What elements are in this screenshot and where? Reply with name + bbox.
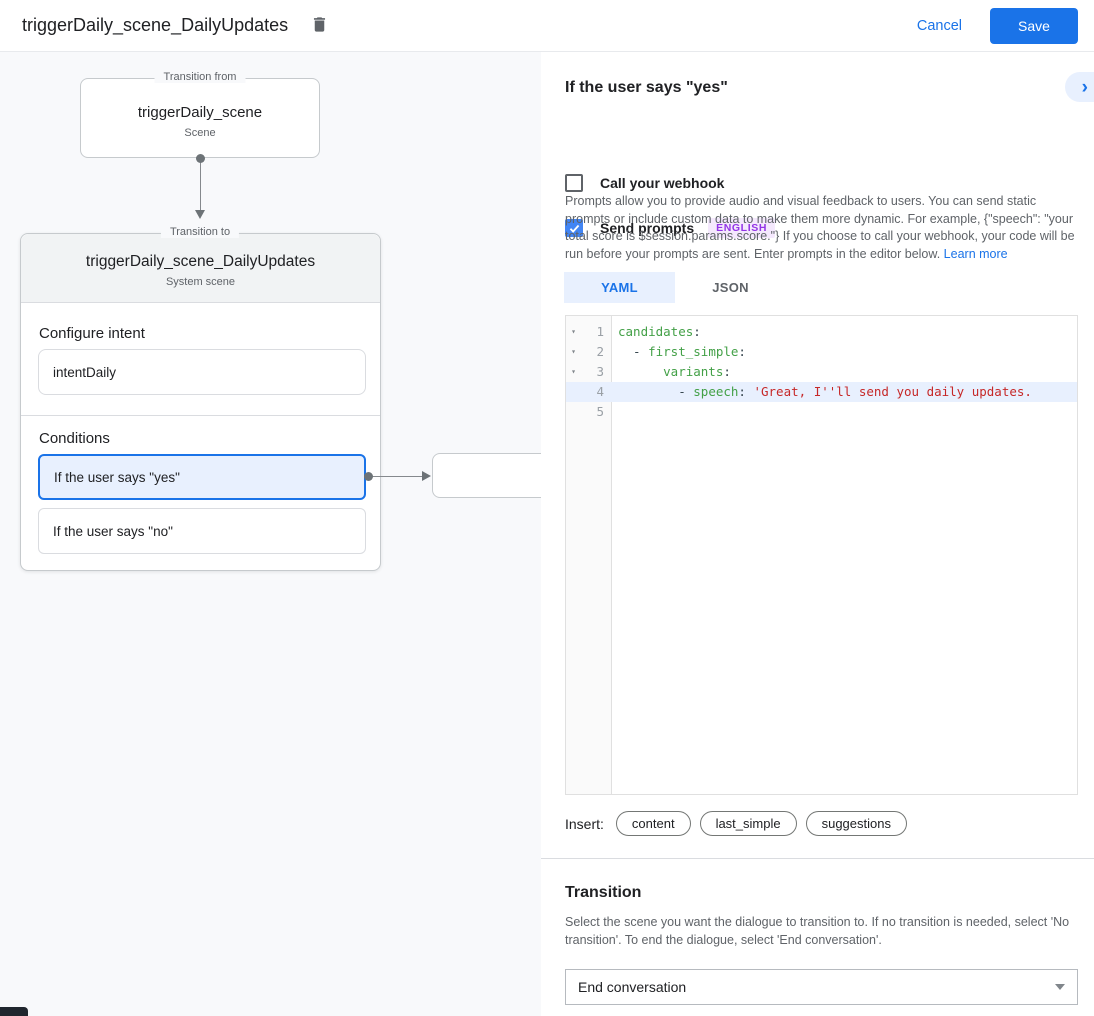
code-line: ▾ 3 variants: bbox=[566, 362, 1077, 382]
fold-toggle-icon[interactable]: ▾ bbox=[571, 367, 576, 376]
fold-spacer bbox=[566, 402, 581, 422]
cancel-button[interactable]: Cancel bbox=[907, 10, 972, 42]
transition-description: Select the scene you want the dialogue t… bbox=[565, 915, 1070, 947]
line-number: 5 bbox=[596, 404, 604, 419]
insert-chip-suggestions[interactable]: suggestions bbox=[805, 811, 907, 836]
line-number: 4 bbox=[596, 384, 604, 399]
line-number: 1 bbox=[596, 324, 604, 339]
save-button[interactable]: Save bbox=[990, 7, 1078, 44]
insert-row: Insert: content last_simple suggestions bbox=[565, 811, 916, 836]
from-scene-title: triggerDaily_scene bbox=[137, 104, 263, 121]
transition-from-node[interactable]: triggerDaily_scene Scene bbox=[80, 78, 320, 158]
transition-heading: Transition bbox=[565, 884, 642, 901]
intent-item[interactable]: intentDaily bbox=[38, 349, 366, 395]
webhook-row: Call your webhook bbox=[565, 174, 724, 192]
from-scene-type: Scene bbox=[184, 127, 216, 139]
language-badge: ENGLISH bbox=[708, 218, 775, 238]
transition-select[interactable]: End conversation bbox=[565, 969, 1078, 1005]
to-node-header: triggerDaily_scene_DailyUpdates System s… bbox=[21, 234, 380, 303]
line-number: 2 bbox=[596, 344, 604, 359]
code-line-text[interactable]: variants: bbox=[663, 364, 731, 379]
conditions-heading: Conditions bbox=[39, 430, 110, 447]
condition-item-no[interactable]: If the user says "no" bbox=[38, 508, 366, 554]
send-prompts-checkbox[interactable] bbox=[565, 219, 583, 237]
code-line: 4 - speech: 'Great, I''ll send you daily… bbox=[566, 382, 1077, 402]
configure-intent-heading: Configure intent bbox=[39, 325, 145, 342]
chevron-right-icon: › bbox=[1081, 76, 1088, 98]
connector-dot bbox=[196, 154, 205, 163]
code-line-text[interactable]: candidates: bbox=[618, 324, 701, 339]
code-lines: ▾ 1 candidates: ▾ 2 - first_simple: ▾ 3 varian… bbox=[566, 322, 1077, 422]
code-line: ▾ 1 candidates: bbox=[566, 322, 1077, 342]
code-line: 5 bbox=[566, 402, 1077, 422]
top-bar-actions: Cancel Save bbox=[907, 7, 1078, 44]
fold-toggle-icon[interactable]: ▾ bbox=[571, 347, 576, 356]
transition-to-node[interactable]: triggerDaily_scene_DailyUpdates System s… bbox=[20, 233, 381, 571]
line-number: 3 bbox=[596, 364, 604, 379]
page-title: triggerDaily_scene_DailyUpdates bbox=[22, 15, 289, 35]
tab-yaml[interactable]: YAML bbox=[564, 272, 675, 303]
code-line: ▾ 2 - first_simple: bbox=[566, 342, 1077, 362]
prompts-description-text: Prompts allow you to provide audio and v… bbox=[565, 194, 1075, 261]
connector-line-vertical bbox=[199, 160, 201, 210]
arrowhead-down-icon bbox=[194, 210, 205, 219]
learn-more-link[interactable]: Learn more bbox=[943, 246, 1008, 261]
code-line-text[interactable]: - speech: 'Great, I''ll send you daily u… bbox=[618, 384, 1032, 399]
insert-label: Insert: bbox=[565, 815, 604, 832]
to-scene-title: triggerDaily_scene_DailyUpdates bbox=[85, 253, 316, 270]
transition-to-label: Transition to bbox=[160, 226, 240, 238]
prompts-description: Prompts allow you to provide audio and v… bbox=[565, 193, 1078, 263]
send-prompts-row: Send prompts ENGLISH bbox=[565, 218, 775, 238]
delete-scene-button[interactable] bbox=[305, 12, 333, 40]
dropdown-caret-icon bbox=[1055, 984, 1065, 990]
condition-item-yes[interactable]: If the user says "yes" bbox=[38, 454, 366, 500]
checkmark-icon bbox=[569, 224, 579, 233]
insert-chip-last-simple[interactable]: last_simple bbox=[699, 811, 797, 836]
call-webhook-checkbox[interactable] bbox=[565, 174, 583, 192]
arrowhead-right-icon bbox=[422, 471, 431, 481]
node-divider bbox=[21, 415, 380, 416]
call-webhook-label: Call your webhook bbox=[600, 175, 725, 191]
transition-from-label: Transition from bbox=[154, 71, 246, 83]
connector-line-horizontal bbox=[371, 475, 423, 477]
collapse-panel-button[interactable]: › bbox=[1065, 72, 1094, 102]
editor-format-tabs: YAML JSON bbox=[564, 272, 786, 303]
code-line-text[interactable] bbox=[611, 402, 1077, 422]
fold-toggle-icon[interactable]: ▾ bbox=[571, 327, 576, 336]
bottom-left-fragment bbox=[0, 1007, 28, 1016]
condition-detail-panel: If the user says "yes" › Call your webho… bbox=[541, 52, 1094, 1016]
scene-flow-canvas: triggerDaily_scene Scene Transition from… bbox=[0, 52, 541, 1016]
prompt-code-editor[interactable]: ▾ 1 candidates: ▾ 2 - first_simple: ▾ 3 varian… bbox=[565, 315, 1078, 795]
trash-icon bbox=[310, 15, 329, 37]
insert-chip-content[interactable]: content bbox=[615, 811, 691, 836]
panel-title: If the user says "yes" bbox=[565, 79, 728, 96]
send-prompts-label: Send prompts bbox=[600, 220, 695, 236]
transition-target-node[interactable] bbox=[432, 453, 541, 498]
connector-dot bbox=[364, 472, 373, 481]
fold-spacer bbox=[566, 382, 581, 402]
transition-select-value: End conversation bbox=[578, 979, 687, 995]
top-bar: triggerDaily_scene_DailyUpdates Cancel S… bbox=[0, 0, 1094, 52]
code-line-text[interactable]: - first_simple: bbox=[618, 344, 746, 359]
to-scene-type: System scene bbox=[165, 276, 236, 288]
tab-json[interactable]: JSON bbox=[712, 280, 749, 295]
panel-divider bbox=[541, 858, 1094, 859]
